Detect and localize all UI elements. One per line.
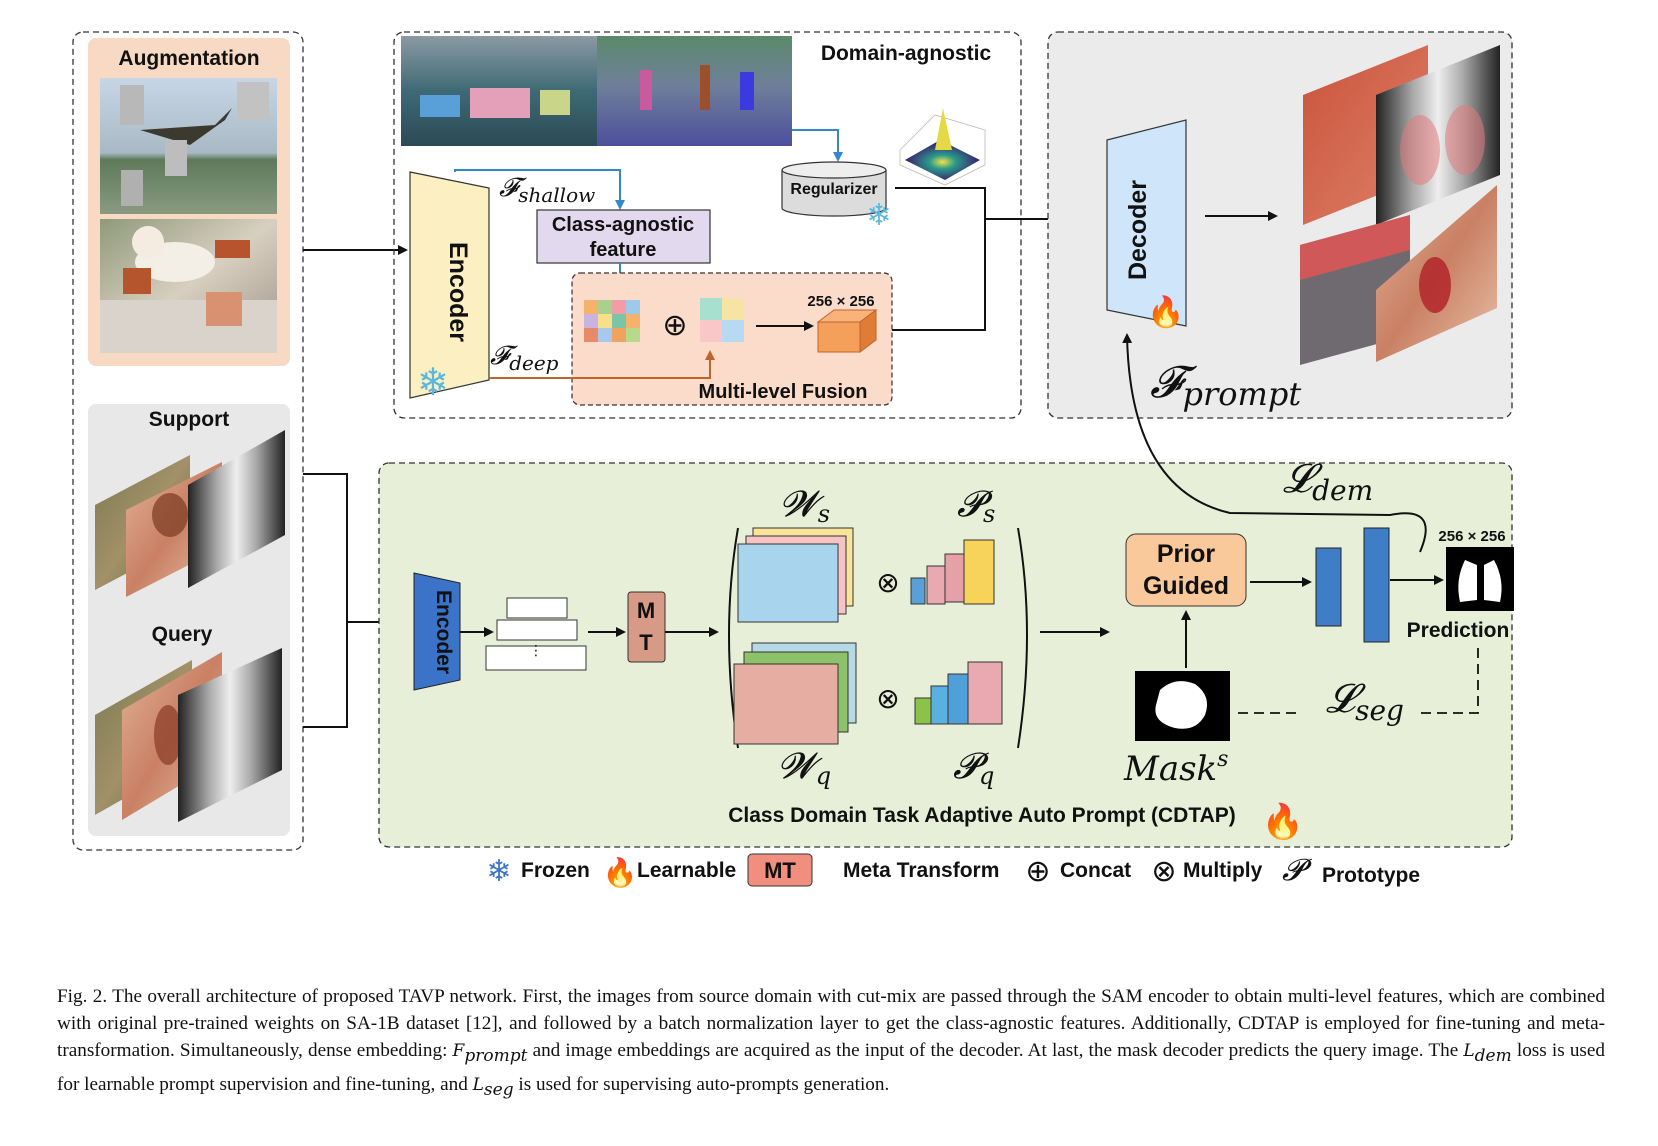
svg-text:⋮: ⋮ (529, 642, 543, 658)
augmented-bird-image (100, 78, 277, 214)
multiply-icon: ⊗ (1151, 855, 1176, 888)
mask-label: Masks (1123, 747, 1228, 789)
prediction-output: 256 × 256 Prediction (1407, 528, 1514, 642)
flame-icon: 🔥 (603, 856, 638, 889)
prediction-size-label: 256 × 256 (1438, 528, 1505, 545)
input-panel-border (72, 31, 304, 851)
fused-feature-cubes (700, 298, 744, 342)
augmentation-title: Augmentation (118, 47, 259, 70)
domain-agnostic-panel-border (393, 31, 1022, 419)
support-title: Support (149, 408, 229, 431)
feature-cube-grid (584, 300, 640, 342)
legend-concat: Concat (1060, 859, 1131, 882)
l-seg-dashed-right (1418, 648, 1479, 714)
encoder-label: Encoder (444, 242, 472, 342)
augmented-cat-image (100, 219, 277, 353)
heatmap-plot (899, 108, 986, 186)
multi-level-fusion-box: Multi-level Fusion ⊕ 256 × 256 (571, 272, 893, 406)
legend-meta-transform: Meta Transform (843, 859, 999, 882)
shallow-feature-arrow (454, 169, 625, 210)
sam-encoder: Encoder ❄ (409, 171, 490, 404)
query-image-stack (95, 648, 282, 822)
fusion-regularizer-merge-line (892, 187, 986, 331)
legend-mt-badge-box (747, 853, 813, 887)
flame-icon: 🔥 (1262, 802, 1304, 841)
architecture-diagram: Augmentation Support (72, 31, 1514, 889)
concat-icon: ⊕ (662, 309, 687, 342)
augmentation-panel: Augmentation (88, 38, 290, 366)
decoder-bar-1 (1315, 547, 1342, 627)
cdtap-encoder-label: Encoder (432, 590, 455, 674)
support-mask: Masks (1123, 671, 1230, 789)
svg-text:Guided: Guided (1143, 572, 1229, 600)
cdtap-title: Class Domain Task Adaptive Auto Prompt (… (728, 804, 1236, 827)
support-query-bracket (303, 473, 348, 728)
prediction-label: Prediction (1407, 619, 1510, 642)
legend-frozen: Frozen (521, 859, 590, 882)
multiply-icon: ⊗ (876, 567, 899, 598)
fusion-title: Multi-level Fusion (699, 381, 868, 403)
snowflake-icon: ❄ (486, 855, 511, 888)
svg-text:feature: feature (590, 239, 657, 261)
f-deep-label: 𝓕deep (490, 341, 559, 375)
svg-text:M: M (637, 598, 655, 623)
multiply-icon: ⊗ (876, 683, 899, 714)
legend-prototype: Prototype (1322, 864, 1420, 887)
snowflake-icon: ❄ (866, 199, 891, 232)
regularizer-label: Regularizer (790, 181, 877, 198)
source-domain-images (401, 36, 792, 146)
w-q-label: 𝓦q (778, 746, 831, 790)
decoder-bar-2 (1363, 527, 1390, 643)
fusion-output-cube (816, 309, 878, 353)
svg-text:Prior: Prior (1157, 540, 1216, 568)
deep-feature-arrow (489, 350, 715, 379)
concat-icon: ⊕ (1025, 855, 1050, 888)
svg-text:T: T (639, 630, 653, 655)
query-prototypes: 𝓟q (914, 661, 1003, 790)
prototype-icon: 𝓟 (1282, 853, 1312, 888)
support-weights: 𝓦s (737, 484, 854, 623)
images-to-regularizer-arrow (792, 129, 843, 162)
right-paren (1017, 527, 1028, 749)
legend: ❄ Frozen 🔥 Learnable MT Meta Transform ⊕… (486, 853, 1420, 889)
query-title: Query (152, 623, 213, 646)
cdtap-encoder: Encoder (413, 572, 461, 691)
support-image-stack (95, 430, 285, 597)
output-segmentation-images (1300, 45, 1500, 365)
embedding-stack: ⋮ (485, 597, 587, 671)
l-dem-loss-path (1122, 333, 1427, 553)
legend-learnable: Learnable (637, 859, 736, 882)
w-s-label: 𝓦s (780, 484, 830, 528)
flame-icon: 🔥 (1147, 294, 1184, 329)
class-agnostic-feature-box: Class-agnostic feature (536, 209, 711, 264)
domain-agnostic-title: Domain-agnostic (821, 42, 992, 65)
decoder-label: Decoder (1124, 180, 1152, 280)
svg-text:Class-agnostic: Class-agnostic (552, 214, 694, 236)
legend-mt-badge: MT (764, 858, 796, 883)
prior-guided-block: Prior Guided (1125, 533, 1247, 607)
query-weights: 𝓦q (733, 642, 857, 790)
legend-multiply: Multiply (1183, 859, 1263, 882)
mask-decoder: Decoder 🔥 (1106, 119, 1187, 329)
snowflake-icon: ❄ (417, 362, 449, 404)
fusion-size-label: 256 × 256 (807, 293, 874, 310)
meta-transform-block: M T (627, 591, 666, 663)
support-prototypes: 𝓟s (910, 484, 995, 605)
figure-caption: Fig. 2. The overall architecture of prop… (57, 986, 1605, 1100)
regularizer: Regularizer ❄ (781, 161, 892, 232)
support-query-panel: Support Query (88, 404, 290, 836)
f-shallow-label: 𝓕shallow (499, 173, 595, 207)
